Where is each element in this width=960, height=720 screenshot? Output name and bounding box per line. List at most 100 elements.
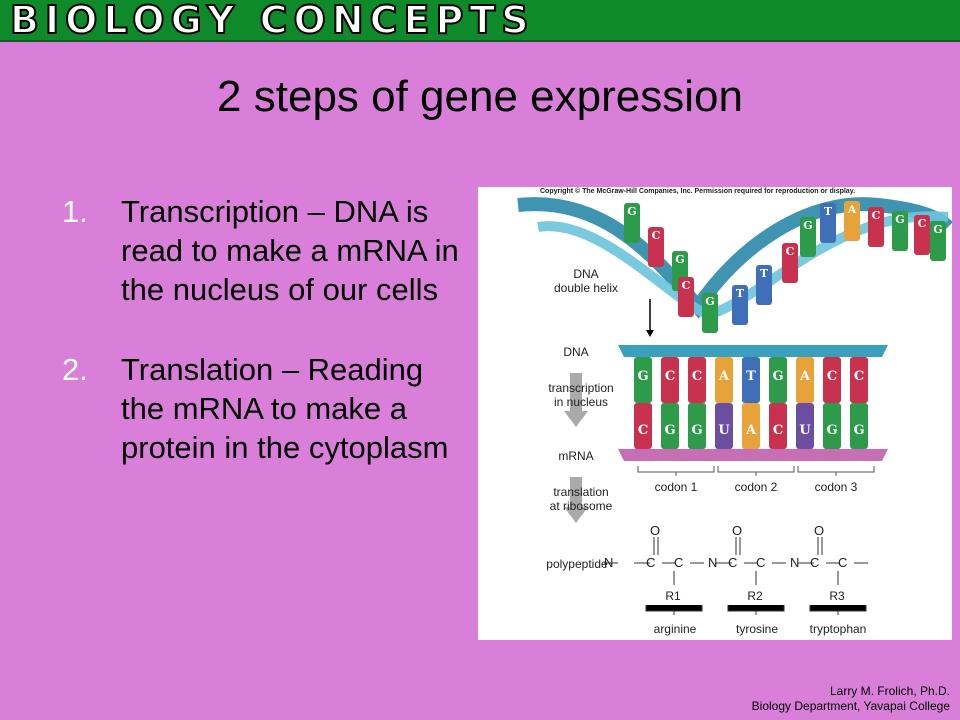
helix-rung — [868, 207, 884, 247]
helix-base-letter: C — [651, 229, 661, 242]
transcription-arrow-shaft — [570, 373, 582, 413]
helix-base-letter: A — [847, 203, 857, 216]
mrna-bottom-bar — [618, 449, 888, 461]
dna-base-letter: C — [664, 369, 676, 384]
mrna-base-letter: G — [664, 423, 676, 438]
atom-c: C — [838, 555, 847, 570]
helix-base-letter: G — [627, 205, 637, 218]
base-columns — [634, 357, 868, 449]
dna-base-column — [850, 357, 868, 403]
atom-n: N — [708, 555, 717, 570]
helix-rung — [914, 215, 930, 255]
dna-top-bar — [618, 345, 888, 357]
dna-base-column — [742, 357, 760, 403]
helix-base-letter: T — [759, 267, 769, 280]
banner-logo-text: BIOLOGY CONCEPTS — [9, 0, 535, 43]
mrna-base-letter: G — [853, 423, 865, 438]
polypeptide-atoms: N C C N C C N C C O O O — [604, 523, 847, 570]
helix-rung — [732, 285, 748, 325]
transcription-arrow-head — [564, 411, 588, 427]
mrna-label: mRNA — [558, 449, 594, 463]
dna-base-letter: C — [826, 369, 838, 384]
amino-acid-tryptophan: tryptophan — [809, 622, 867, 636]
figure-drawing: N C C N C C N C C O O O — [517, 197, 952, 615]
dna-label: DNA — [563, 345, 589, 359]
dna-base-letter: C — [691, 369, 703, 384]
helix-base-letter: C — [871, 209, 881, 222]
helix-base-letter: C — [785, 245, 795, 258]
dna-base-column — [634, 357, 652, 403]
amino-acid-tyrosine: tyrosine — [735, 622, 779, 636]
helix-base-letter: C — [917, 217, 927, 230]
mrna-base-column — [634, 403, 652, 449]
header-banner: BIOLOGY CONCEPTS — [0, 0, 960, 43]
mrna-base-letter: C — [772, 423, 784, 438]
helix-base-letter: G — [705, 295, 715, 308]
polypeptide-bonds — [604, 537, 868, 615]
residue-r2: R2 — [747, 589, 763, 603]
helix-backbone-1 — [517, 197, 952, 319]
codon-3-label: codon 3 — [814, 480, 858, 494]
dna-base-letter: G — [772, 369, 784, 384]
dna-base-letter: C — [853, 369, 865, 384]
step-number: 2. — [62, 352, 88, 387]
atom-o: O — [732, 523, 742, 538]
helix-base-letter: G — [933, 223, 943, 236]
atom-c: C — [810, 555, 819, 570]
helix-rung — [678, 277, 694, 317]
steps-list: 1. Transcription – DNA is read to make a… — [62, 192, 472, 508]
mrna-base-column — [661, 403, 679, 449]
translation-label: translation at ribosome — [549, 485, 613, 513]
helix-arrow-head — [646, 330, 654, 337]
translation-arrow-head — [564, 507, 588, 523]
atom-c: C — [646, 555, 655, 570]
translation-arrow-shaft — [570, 477, 582, 509]
step-text: Translation – Reading the mRNA to make a… — [121, 352, 449, 465]
residue-r3: R3 — [829, 589, 845, 603]
dna-base-letter: A — [718, 369, 730, 384]
mrna-base-letter: G — [826, 423, 838, 438]
dna-base-letter: T — [746, 369, 756, 384]
helix-rung — [782, 243, 798, 283]
transcription-label: transcription in nucleus — [548, 381, 614, 409]
mrna-base-column — [823, 403, 841, 449]
gene-expression-figure: Copyright © The McGraw-Hill Companies, I… — [478, 187, 952, 640]
mrna-base-letter: G — [691, 423, 703, 438]
mrna-base-column — [688, 403, 706, 449]
dna-base-column — [661, 357, 679, 403]
helix-base-letter: T — [735, 287, 745, 300]
atom-n: N — [790, 555, 799, 570]
helix-rung — [702, 293, 718, 333]
footer-credit: Larry M. Frolich, Ph.D. Biology Departme… — [752, 684, 950, 714]
atom-o: O — [650, 523, 660, 538]
mrna-base-letter: U — [718, 423, 730, 438]
dna-base-column — [769, 357, 787, 403]
mrna-base-column — [850, 403, 868, 449]
helix-base-letter: T — [823, 205, 833, 218]
atom-o: O — [814, 523, 824, 538]
codon-2-label: codon 2 — [734, 480, 778, 494]
mrna-base-column — [715, 403, 733, 449]
helix-rung — [930, 221, 946, 261]
mrna-base-letter: A — [745, 423, 757, 438]
mrna-base-column — [769, 403, 787, 449]
atom-c: C — [728, 555, 737, 570]
polypeptide-label: polypeptide — [546, 557, 608, 571]
atom-c: C — [674, 555, 683, 570]
codon-1-label: codon 1 — [654, 480, 698, 494]
amino-acid-arginine: arginine — [653, 622, 697, 636]
helix-base-letter: G — [803, 219, 813, 232]
step-number: 1. — [62, 194, 88, 229]
helix-base-letter: G — [895, 213, 905, 226]
dna-base-letter: G — [637, 369, 649, 384]
helix-rung — [844, 201, 860, 241]
dna-base-letter: A — [799, 369, 811, 384]
mrna-base-letter: C — [637, 423, 649, 438]
step-text: Transcription – DNA is read to make a mR… — [121, 194, 459, 307]
dna-base-column — [823, 357, 841, 403]
residue-r1: R1 — [665, 589, 681, 603]
helix-rung — [756, 265, 772, 305]
mrna-base-column — [796, 403, 814, 449]
atom-n: N — [604, 555, 613, 570]
dna-double-helix-label: DNA double helix — [553, 267, 619, 295]
